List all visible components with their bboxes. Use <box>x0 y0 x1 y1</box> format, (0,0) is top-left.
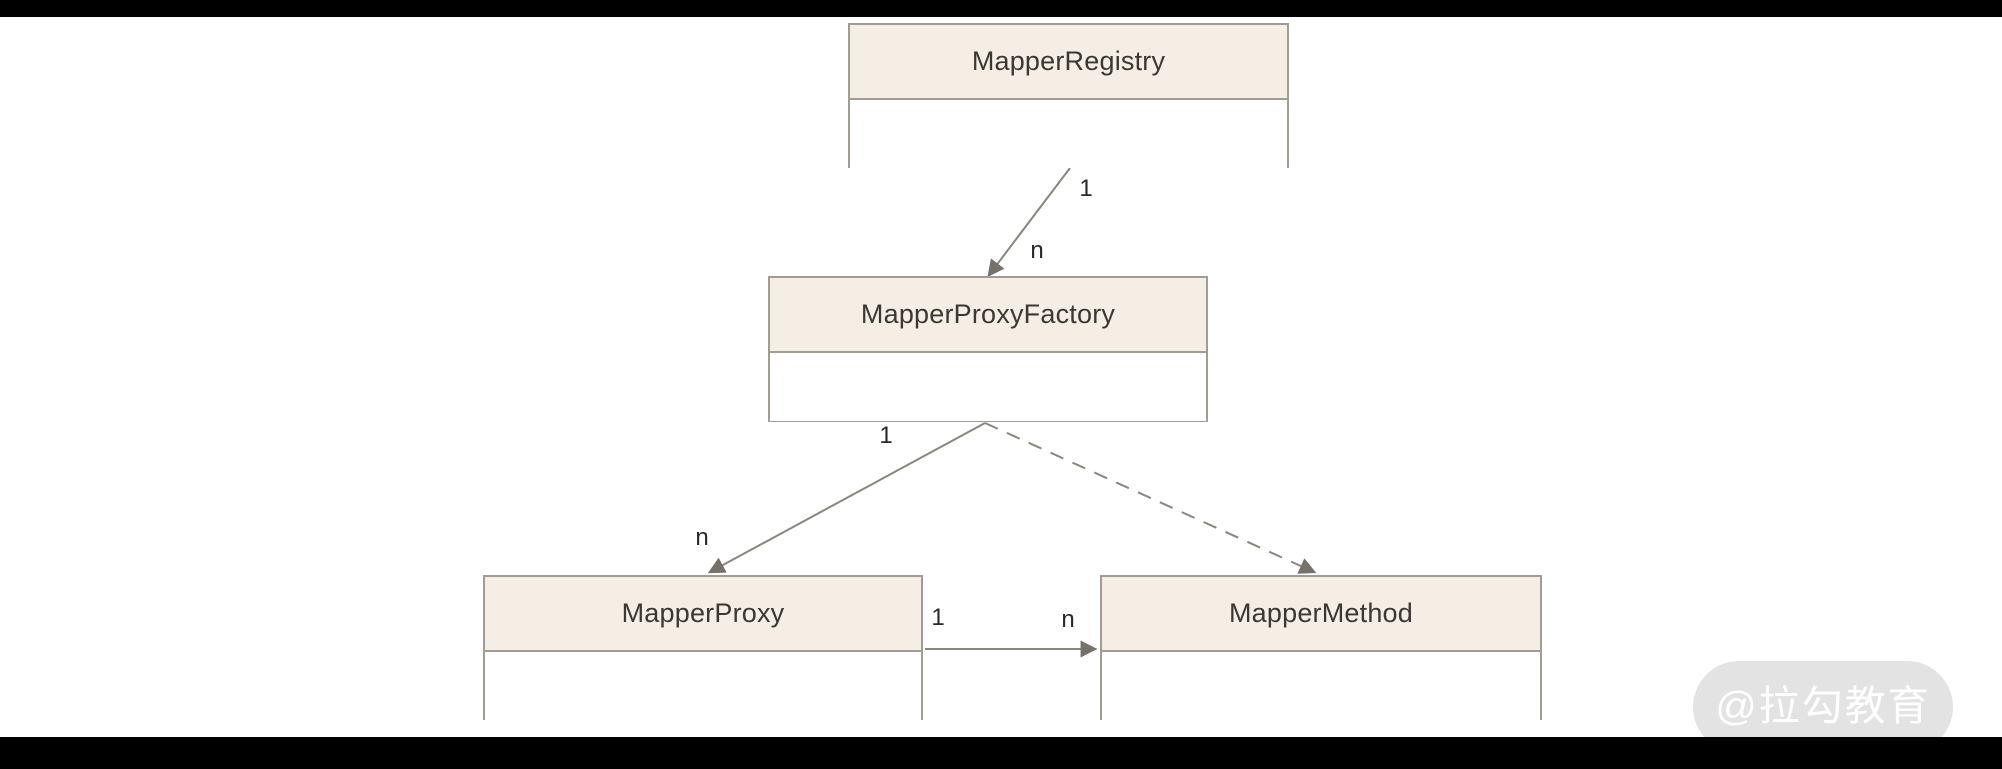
watermark-badge: @拉勾教育 <box>1693 661 1953 737</box>
class-members-mapper-proxy <box>485 652 921 720</box>
class-title-mapper-proxy: MapperProxy <box>485 577 921 652</box>
multiplicity-proxy-right-side: 1 <box>931 604 945 631</box>
letterbox-bottom-bar <box>0 737 2002 769</box>
class-box-mapper-registry: MapperRegistry <box>848 23 1289 168</box>
class-members-mapper-registry <box>850 100 1287 168</box>
class-title-mapper-proxy-factory: MapperProxyFactory <box>770 278 1206 353</box>
multiplicity-registry-side: 1 <box>1079 175 1093 202</box>
letterbox-top-bar <box>0 0 2002 17</box>
class-members-mapper-method <box>1102 652 1540 720</box>
class-members-mapper-proxy-factory <box>770 353 1206 421</box>
multiplicity-factory-top-side: n <box>1030 237 1044 264</box>
watermark-text: @拉勾教育 <box>1715 683 1931 729</box>
multiplicity-factory-bottom-side: 1 <box>879 422 893 449</box>
multiplicity-proxy-top-side: n <box>695 524 709 551</box>
multiplicity-method-left-side: n <box>1061 606 1075 633</box>
class-box-mapper-proxy: MapperProxy <box>483 575 923 720</box>
diagram-canvas: MapperRegistry MapperProxyFactory Mapper… <box>0 17 2002 737</box>
class-title-mapper-method: MapperMethod <box>1102 577 1540 652</box>
class-box-mapper-method: MapperMethod <box>1100 575 1542 720</box>
association-factory-to-proxy <box>707 422 986 574</box>
class-title-mapper-registry: MapperRegistry <box>850 25 1287 100</box>
dependency-factory-to-method <box>984 422 1317 574</box>
class-box-mapper-proxy-factory: MapperProxyFactory <box>768 276 1208 422</box>
